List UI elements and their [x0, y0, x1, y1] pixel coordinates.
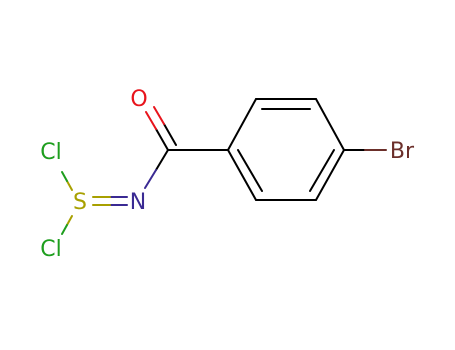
sulfur-chlorine-bottom-bond [61, 215, 73, 235]
carbon-nitrogen-bond [144, 149, 169, 189]
ring-inner-double-right [309, 149, 335, 192]
ring-bond-left-bottom [227, 149, 257, 201]
benzene-ring [227, 98, 345, 201]
ring-bond-right-bottom [315, 149, 345, 201]
sulfur-atom-label: S [73, 190, 87, 215]
nitrogen-atom-label: N [130, 190, 146, 215]
nitrogen-sulfur-double-bond [92, 196, 128, 206]
oxygen-atom-label: O [130, 87, 147, 112]
chlorine-bottom-atom-label: Cl [40, 237, 61, 262]
ring-bond-left-top [227, 98, 257, 151]
sulfur-chlorine-top-bond [61, 171, 73, 191]
bromine-atom-label: Br [390, 139, 415, 164]
ring-bond-right-top [315, 98, 345, 151]
ring-inner-double-left [237, 149, 263, 192]
carbonyl-double-bond [145, 106, 177, 151]
chlorine-top-atom-label: Cl [40, 140, 61, 165]
